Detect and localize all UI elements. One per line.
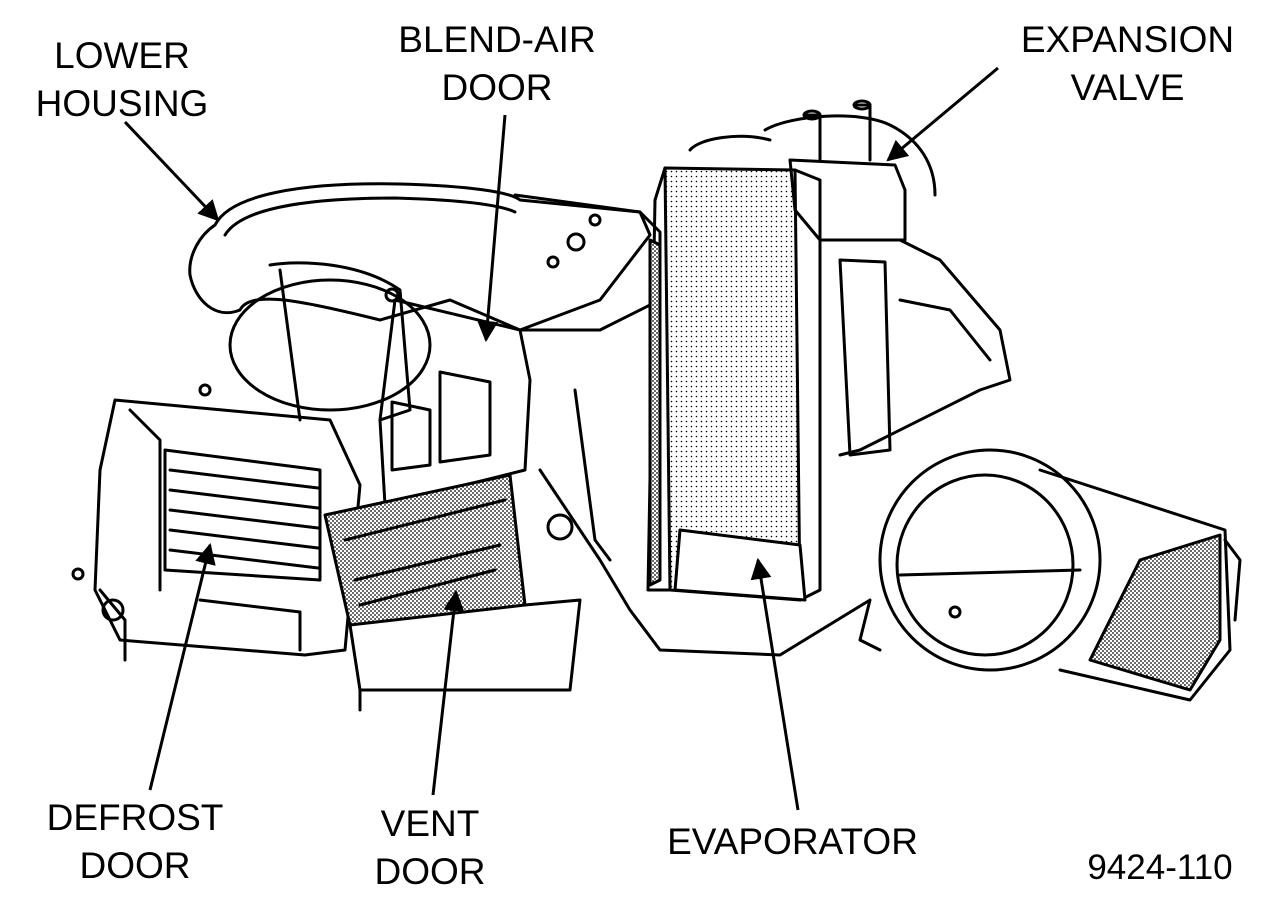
figure-id: 9424-110: [1087, 848, 1233, 887]
evaporator-leader: [750, 557, 800, 811]
defrost-door-housing: [93, 398, 362, 657]
label-evaporator: EVAPORATOR: [667, 821, 918, 862]
label-expansion-valve: EXPANSION VALVE: [1020, 19, 1235, 108]
defrost-door-louvers: [163, 448, 322, 582]
blend-air-door-panel: [378, 298, 532, 507]
vent-door-panel: [323, 473, 527, 627]
label-defrost-door: DEFROST DOOR: [46, 797, 224, 886]
vent-door-leader: [431, 589, 465, 796]
lower-housing-leader: [123, 120, 220, 222]
defrost-door-leader: [148, 542, 216, 791]
expansion-valve-body: [788, 158, 907, 242]
expansion-valve-leader: [886, 66, 999, 162]
blend-air-door-leader: [477, 114, 507, 343]
label-lower-housing: LOWER HOUSING: [35, 35, 209, 124]
label-blend-air-door: BLEND-AIR DOOR: [398, 19, 596, 108]
lower-housing-scroll: [188, 182, 652, 332]
label-vent-door: VENT DOOR: [374, 803, 486, 892]
blower-ring-outer: [878, 448, 1102, 672]
